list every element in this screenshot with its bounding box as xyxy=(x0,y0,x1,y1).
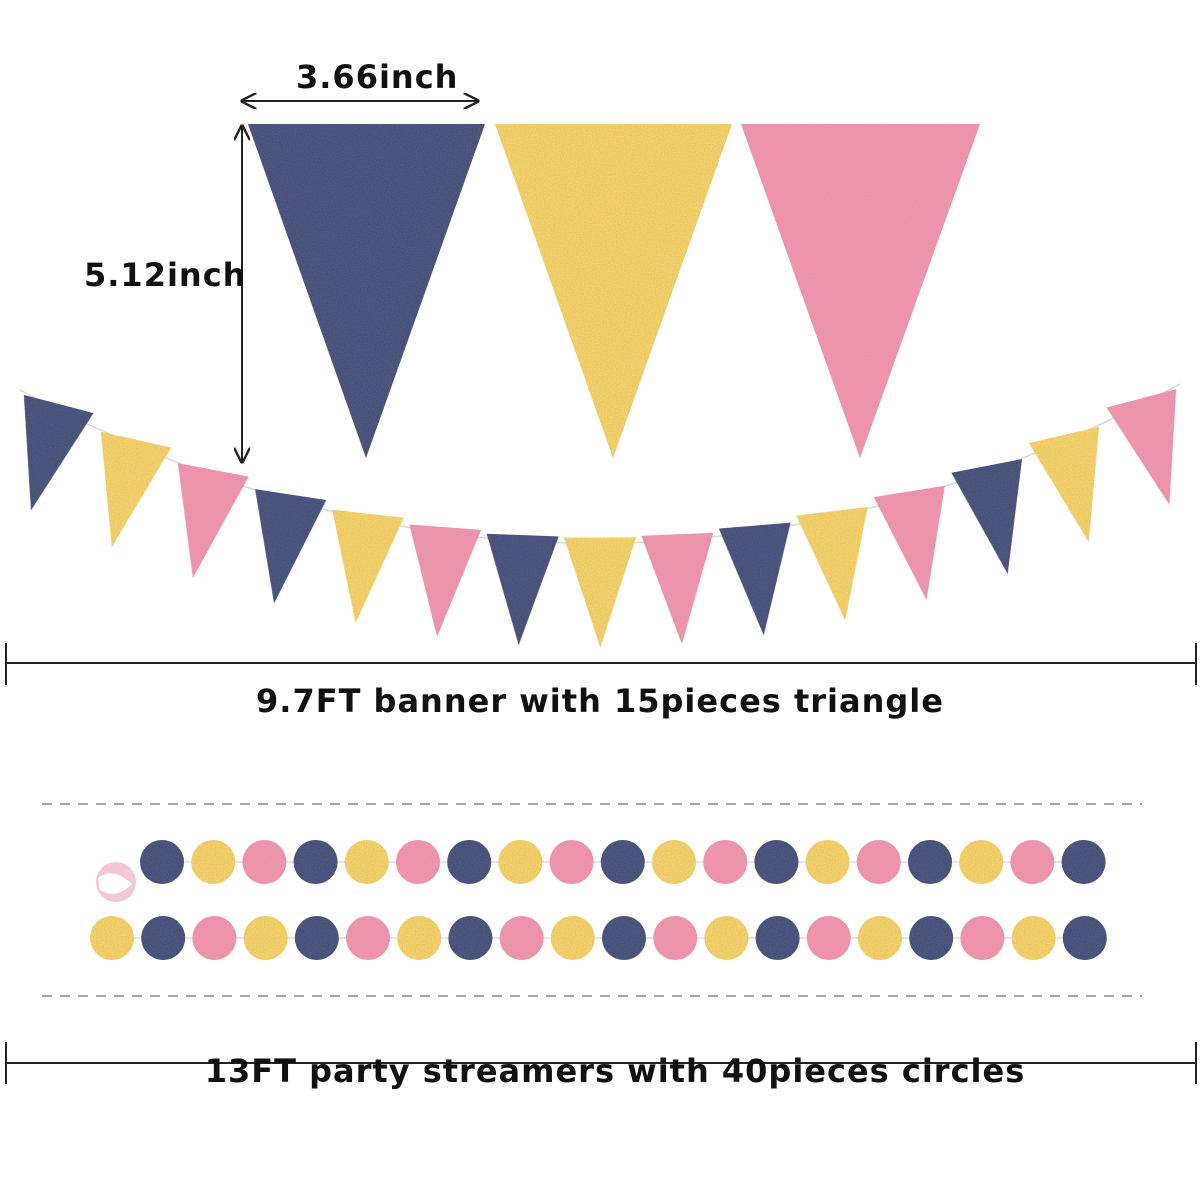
streamer-circle-navy xyxy=(754,840,799,884)
streamer-circle-pink xyxy=(549,840,594,884)
streamer-circle-gold xyxy=(397,916,442,960)
streamer-circle-pink xyxy=(396,840,440,884)
banner-flag-navy xyxy=(23,394,94,511)
banner-length-line xyxy=(5,643,1197,685)
banner-flag-navy xyxy=(255,489,327,604)
banner-flag-navy xyxy=(951,459,1023,574)
banner-caption: 9.7FT banner with 15pieces triangle xyxy=(256,682,944,720)
streamer-circle-navy xyxy=(141,916,186,960)
streamer-circle-navy xyxy=(600,840,645,884)
streamer-circle-navy xyxy=(602,916,646,960)
streamer-circle-pink xyxy=(703,840,748,884)
streamer-circle-navy xyxy=(1061,840,1106,884)
streamer-circle-pink xyxy=(806,916,851,960)
streamer-circle-gold xyxy=(550,916,595,960)
streamer-circle-gold xyxy=(191,840,236,884)
streamer-circle-pink xyxy=(346,916,390,960)
streamer-circle-pink xyxy=(653,916,698,960)
streamer-circle-gold xyxy=(1011,916,1056,960)
streamer-circle-gold xyxy=(805,840,850,884)
banner-flag-gold xyxy=(1028,426,1100,543)
streamer-circle-navy xyxy=(294,916,339,960)
streamer-caption: 13FT party streamers with 40pieces circl… xyxy=(204,1052,1026,1090)
large-flag-navy xyxy=(248,124,485,458)
banner-flag-pink xyxy=(409,524,482,637)
streamer-circle-navy xyxy=(909,916,954,960)
streamer-circle-navy xyxy=(140,840,184,884)
streamer-length-line xyxy=(5,1042,1197,1084)
streamer-circle-gold xyxy=(858,916,902,960)
banner-flag-gold xyxy=(564,537,636,648)
triangle-banner xyxy=(19,383,1181,648)
streamer-circle-gold xyxy=(344,840,389,884)
streamer-circle-gold xyxy=(652,840,696,884)
banner-flag-gold xyxy=(100,431,172,548)
streamer-circle-gold xyxy=(959,840,1004,884)
streamer-circle-gold xyxy=(704,916,749,960)
streamer-circle-pink xyxy=(499,916,544,960)
streamer-circle-gold xyxy=(90,916,134,960)
banner-flag-gold xyxy=(332,509,404,623)
banner-flag-navy xyxy=(718,522,791,636)
banner-flag-pink xyxy=(641,532,714,645)
streamer-circle-navy xyxy=(293,840,338,884)
banner-flag-pink xyxy=(1106,389,1177,505)
banner-flag-pink xyxy=(177,463,249,578)
streamer-circle-navy xyxy=(908,840,952,884)
streamer-circle-navy xyxy=(1062,916,1107,960)
streamer-curl-highlight xyxy=(98,873,132,894)
flag-height-label: 5.12inch xyxy=(84,256,247,294)
banner-flag-pink xyxy=(873,485,945,601)
streamer-circle-navy xyxy=(448,916,493,960)
streamer-circle-navy xyxy=(755,916,800,960)
banner-flag-navy xyxy=(486,533,559,646)
streamer-circle-pink xyxy=(1010,840,1055,884)
flag-width-label: 3.66inch xyxy=(296,58,459,96)
streamer-circle-pink xyxy=(192,916,237,960)
large-flag-pink xyxy=(741,124,980,458)
streamer-circle-pink xyxy=(960,916,1005,960)
streamer-circle-gold xyxy=(498,840,543,884)
streamer-circle-gold xyxy=(243,916,288,960)
streamer-circle-navy xyxy=(447,840,492,884)
large-flags xyxy=(248,124,980,458)
streamer-circle-pink xyxy=(242,840,287,884)
large-flag-gold xyxy=(495,124,732,458)
circle-streamers xyxy=(90,840,1107,960)
banner-flag-gold xyxy=(796,506,868,621)
streamer-circle-pink xyxy=(856,840,901,884)
